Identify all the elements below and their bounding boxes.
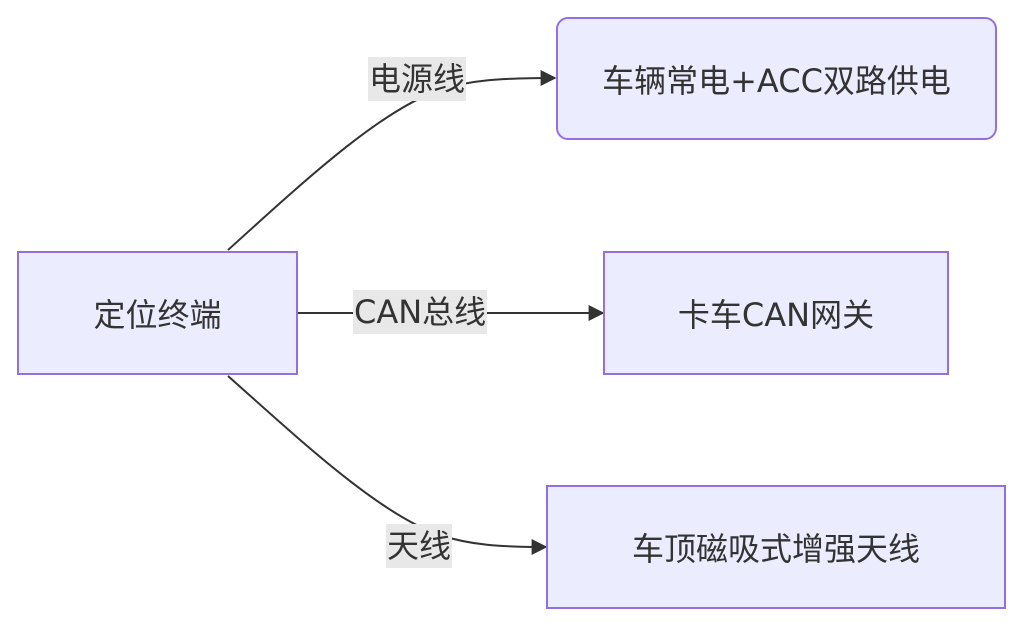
- node-antenna[interactable]: 车顶磁吸式增强天线: [546, 485, 1006, 609]
- edge-label-can-bus: CAN总线: [353, 290, 488, 334]
- node-can-gateway-label: 卡车CAN网关: [677, 296, 875, 334]
- node-power-supply[interactable]: 车辆常电+ACC双路供电: [556, 17, 997, 140]
- node-terminal-label: 定位终端: [93, 296, 222, 334]
- node-antenna-label: 车顶磁吸式增强天线: [631, 530, 920, 568]
- node-can-gateway[interactable]: 卡车CAN网关: [603, 251, 949, 375]
- node-power-supply-label: 车辆常电+ACC双路供电: [602, 61, 951, 100]
- edge-label-antenna-cable: 天线: [386, 524, 453, 568]
- edge-antenna: [227, 375, 548, 555]
- edge-label-power-cable: 电源线: [368, 57, 467, 101]
- node-terminal[interactable]: 定位终端: [17, 251, 298, 375]
- edge-power: [227, 70, 557, 251]
